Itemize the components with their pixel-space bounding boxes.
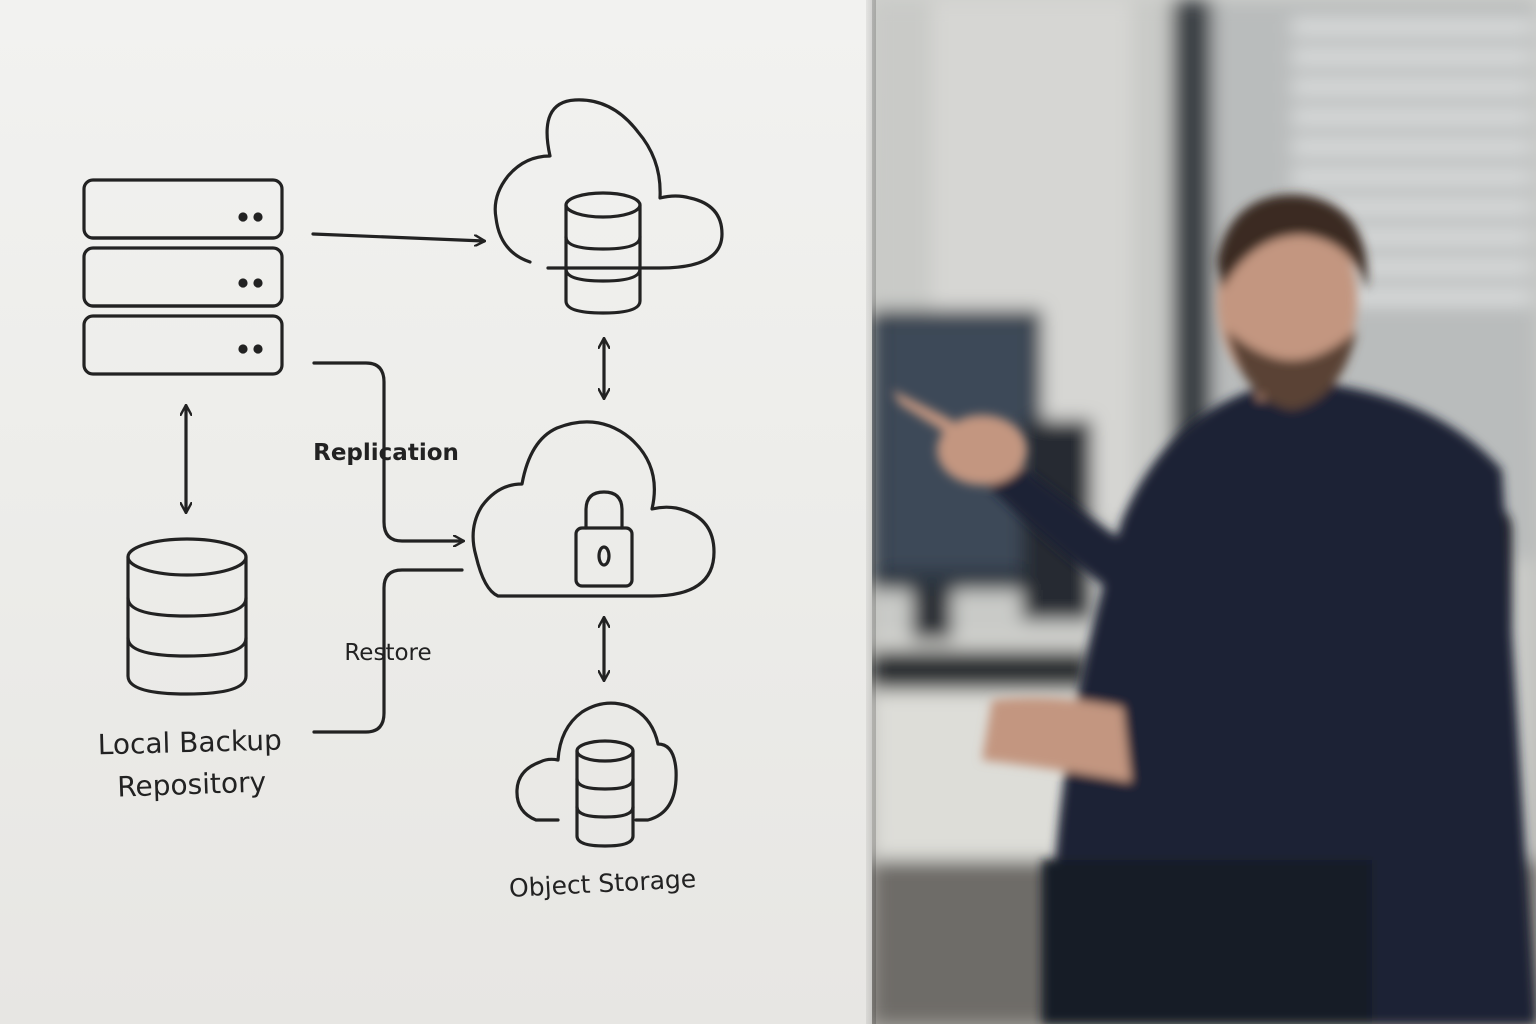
- cloud-database-icon: [493, 98, 724, 315]
- backup-architecture-diagram: Replication Restore Local Backup Reposit…: [82, 98, 724, 903]
- replication-label: Replication: [313, 440, 459, 466]
- replication-connector: [312, 361, 463, 541]
- server-rack-icon: [82, 178, 284, 376]
- whiteboard: [0, 0, 872, 1024]
- arrow-right-icon: [311, 232, 484, 241]
- office-background: [872, 0, 1536, 1024]
- office-scene-illustration: [872, 0, 1536, 1024]
- restore-connector: [312, 568, 464, 734]
- local-backup-label-line2: Repository: [117, 765, 267, 803]
- whiteboard-edge-shadow: [866, 0, 876, 1024]
- person-figure: [892, 194, 1536, 1024]
- cloud-lock-icon: [471, 420, 716, 598]
- restore-label: Restore: [344, 640, 431, 666]
- cloud-storage-icon: [515, 701, 678, 848]
- object-storage-label: Object Storage: [508, 864, 696, 903]
- local-backup-label-line1: Local Backup: [97, 724, 282, 762]
- database-icon: [126, 537, 248, 696]
